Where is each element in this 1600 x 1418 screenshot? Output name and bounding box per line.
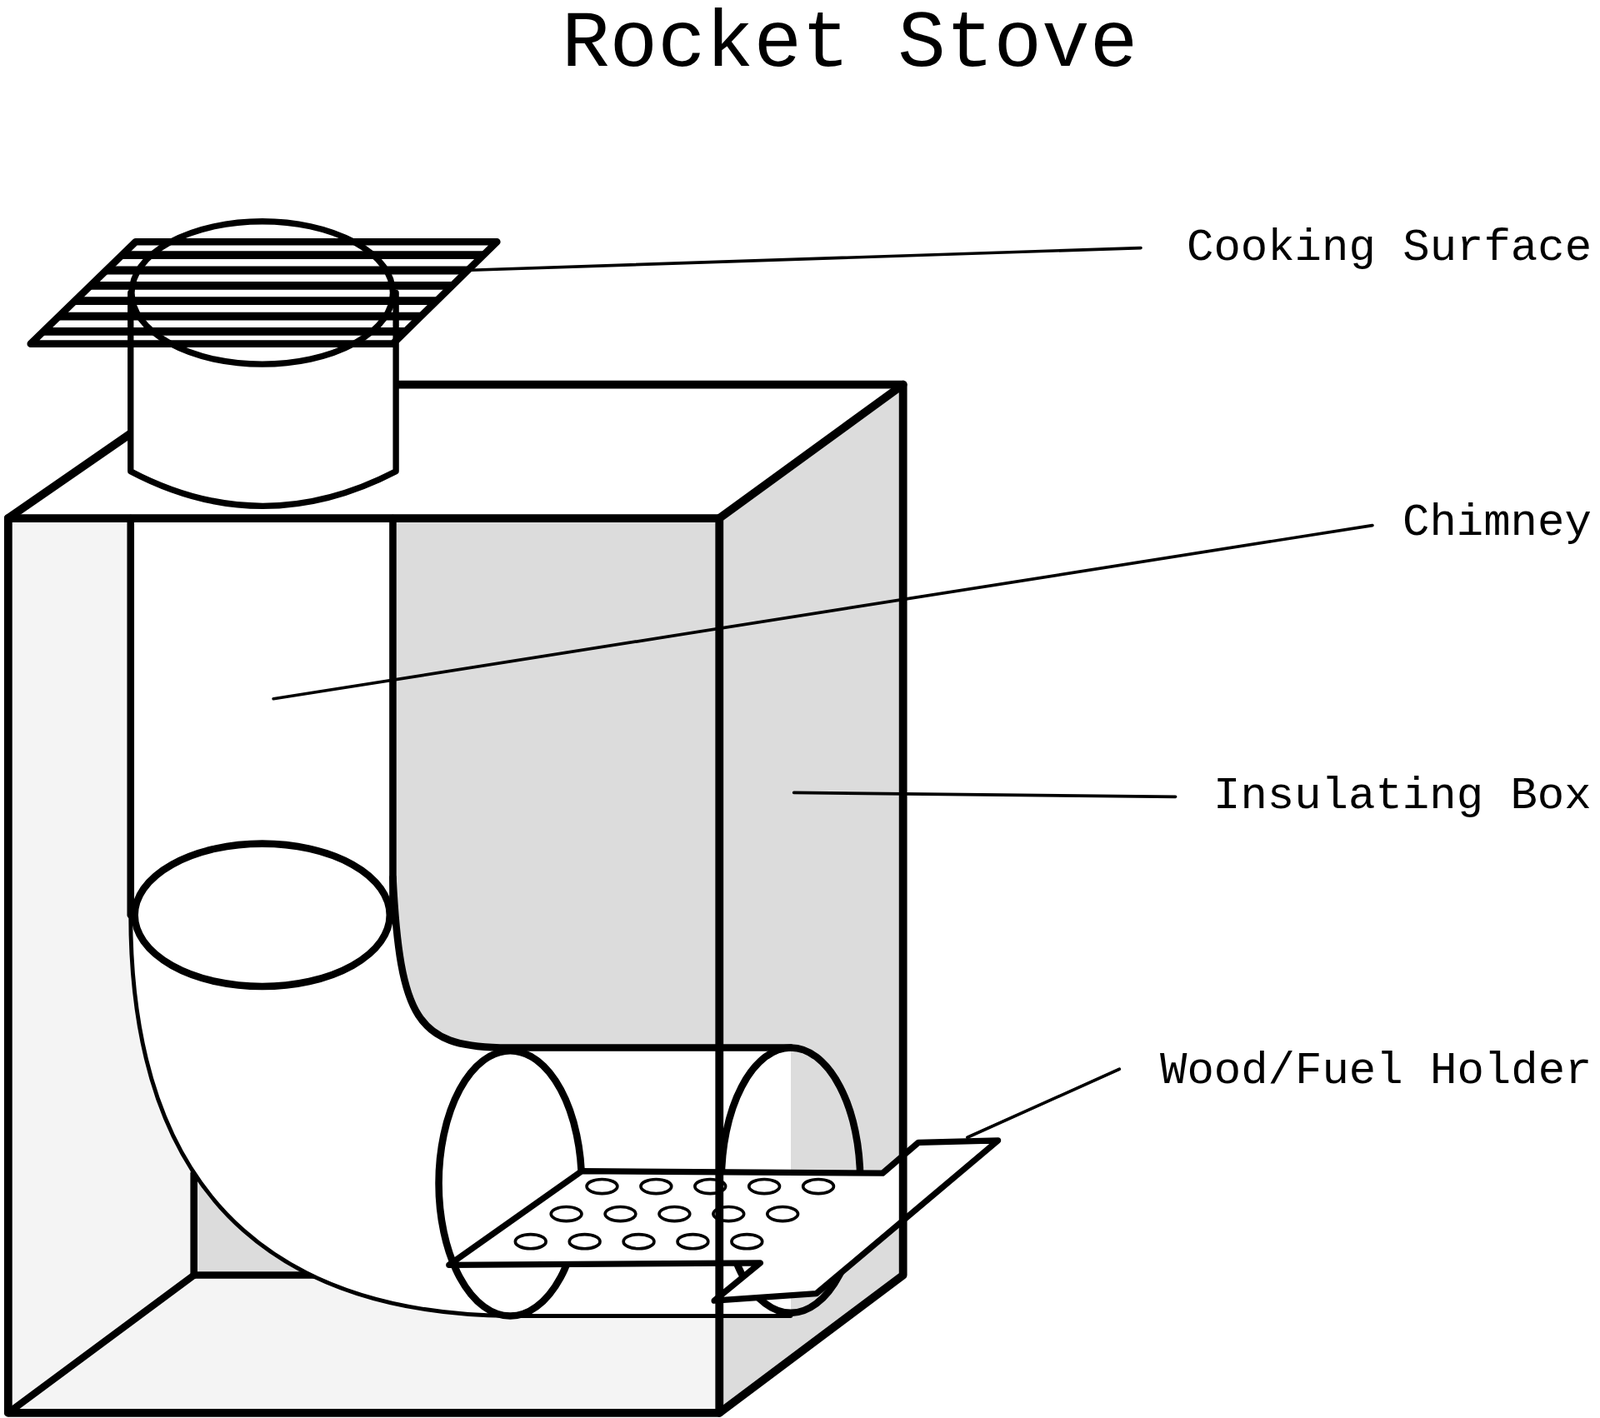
chimney-wall: [389, 518, 397, 898]
box-inner-edge: [190, 1173, 198, 1275]
leader-line: [794, 792, 1176, 797]
box-front-edge: [8, 518, 720, 1414]
fuel-hole: [677, 1235, 709, 1250]
box-back-edge: [395, 380, 904, 390]
chimney-wall: [126, 518, 135, 915]
part-label: Chimney: [1402, 500, 1592, 546]
part-label: Insulating Box: [1213, 774, 1592, 820]
box-right-edge: [719, 385, 903, 1414]
part-label: Cooking Surface: [1186, 225, 1592, 271]
fuel-hole: [623, 1235, 655, 1250]
elbow-joint: [135, 844, 390, 987]
grate-bar: [0, 327, 531, 336]
fuel-holder-holes: [515, 1179, 834, 1249]
fuel-hole: [586, 1179, 618, 1194]
fuel-hole: [767, 1207, 799, 1222]
grate-bar: [0, 250, 531, 260]
leader-line: [967, 1069, 1120, 1138]
box-inner-edge: [8, 1275, 195, 1414]
diagram-title: Rocket Stove: [561, 5, 1138, 85]
grate-bar: [0, 266, 531, 275]
box-top-left-edge: [8, 433, 131, 519]
cooking-grate: [30, 241, 498, 344]
fuel-hole: [803, 1179, 835, 1194]
fuel-hole: [550, 1207, 582, 1222]
fuel-hole: [515, 1235, 546, 1250]
fuel-hole: [569, 1235, 600, 1250]
fuel-hole: [640, 1179, 672, 1194]
fuel-hole: [749, 1179, 780, 1194]
part-label: Wood/Fuel Holder: [1160, 1049, 1592, 1095]
fuel-hole: [731, 1235, 763, 1250]
fuel-hole: [605, 1207, 636, 1222]
elbow-inner-curve: [392, 877, 791, 1048]
leader-line: [273, 525, 1373, 700]
leader-line: [464, 248, 1141, 271]
fuel-hole: [659, 1207, 690, 1222]
grate-bar: [0, 312, 531, 321]
